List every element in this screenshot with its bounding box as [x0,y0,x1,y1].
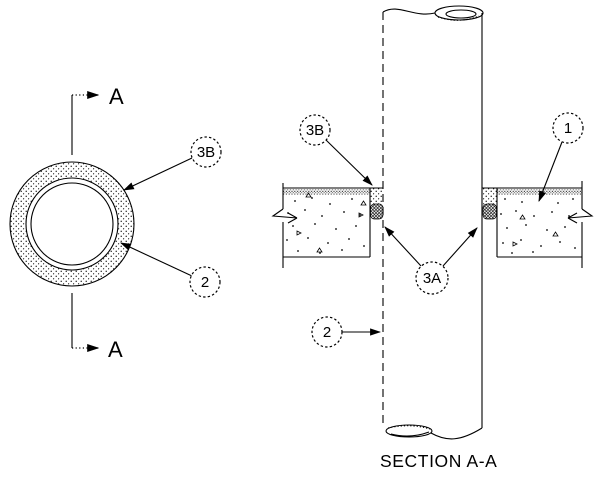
aggregate-triangle-icon [512,241,518,247]
aggregate-triangle-icon [296,230,302,236]
section-cut-marker-top: A [71,84,124,155]
drawing-title: SECTION A-A [380,451,497,471]
aggregate-triangle-icon [552,231,559,237]
section-callout-backing: 3A [384,226,478,295]
callout-label: 2 [201,274,209,291]
slab-top-finish-band [497,189,582,195]
callout-bubble [299,114,331,146]
section-view: 3B 1 3A 2 SECTION A-A [271,5,594,471]
callout-bubble [311,316,343,348]
concrete-slab-right [482,181,594,268]
callout-label: 3B [306,122,324,139]
sealant-fill [483,188,497,205]
callout-bubble [189,266,221,298]
section-callout-slab: 1 [538,112,584,203]
callout-label: 2 [323,324,331,341]
callout-label: 3A [423,270,441,287]
callout-bubble [415,261,449,295]
slab-top-finish-band [283,189,370,195]
break-arrow-icon [287,212,298,224]
section-callout-pipe: 2 [311,316,382,348]
section-letter-bottom: A [108,337,123,362]
break-arrow-icon [567,212,578,224]
leader-line-left [384,226,422,267]
pipe-cross-section [9,161,135,287]
leader-line-right [442,227,478,267]
section-cut-marker-bottom: A [71,293,123,362]
concrete-texture-right [500,196,576,254]
aggregate-triangle-icon [519,214,526,220]
pipe-inner-wall [30,182,114,266]
callout-bubble [190,136,222,168]
section-letter-top: A [109,84,124,109]
sealant-fill [370,188,383,205]
plan-callout-seal: 3B [123,136,222,191]
pipe-top-break [382,5,484,21]
backing-rod [370,203,384,220]
pipe-bottom-break [385,424,483,440]
leader-line [325,139,373,186]
backing-rod [482,203,497,220]
slab-break-edge-right [567,181,594,268]
joint-seal-left [370,188,384,220]
slab-break-edge-left [271,183,298,268]
callout-bubble [552,112,584,144]
section-callout-seal: 3B [299,114,373,186]
callout-label: 3B [197,144,215,161]
leader-line [120,242,193,277]
joint-seal-right [482,188,497,220]
leader-line [123,157,193,191]
plan-view: A A 3B 2 [9,84,222,362]
aggregate-triangle-icon [316,247,323,253]
callout-label: 1 [564,120,572,137]
concrete-texture-left [286,192,367,254]
concrete-slab-left [271,183,383,268]
aggregate-triangle-icon [360,200,367,206]
aggregate-triangle-icon [305,192,312,198]
leader-line [538,141,563,203]
pipe-elevation [382,5,484,440]
aggregate-triangle-icon [358,212,364,218]
plan-callout-pipe: 2 [120,242,221,298]
